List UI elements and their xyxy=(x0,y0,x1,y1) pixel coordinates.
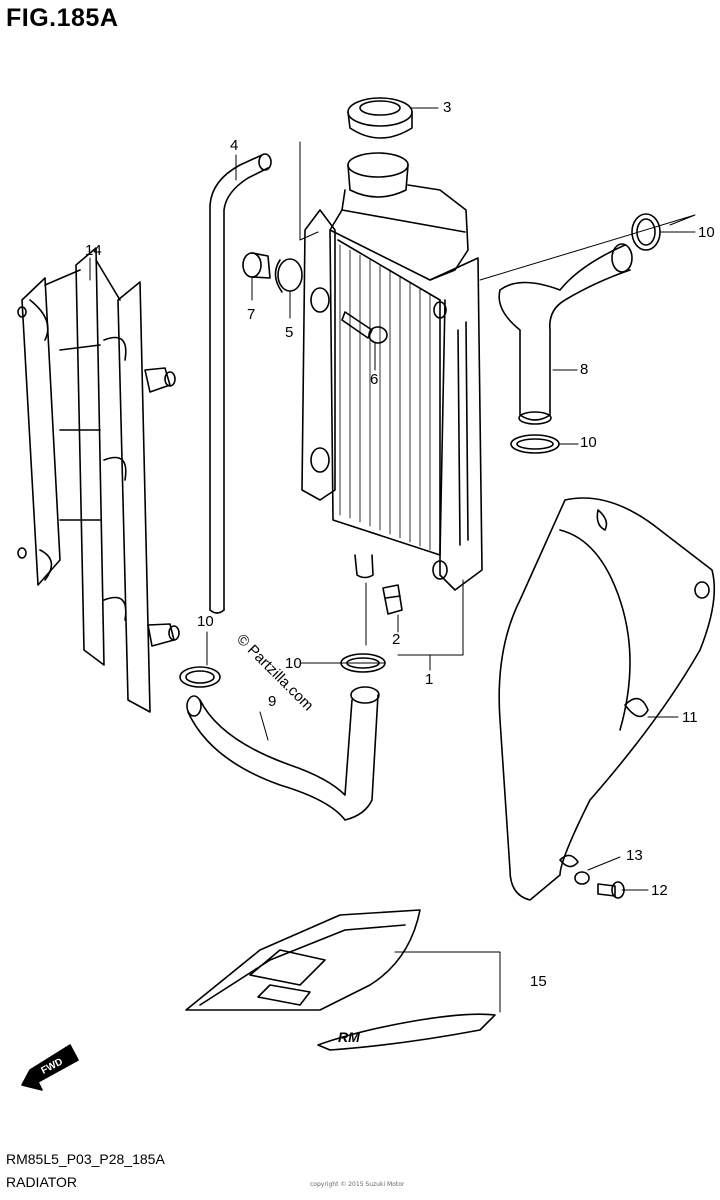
radiator-louver-part xyxy=(17,247,180,713)
shroud-bolt-parts xyxy=(574,871,625,899)
figure-title: FIG.185A xyxy=(6,4,119,32)
grommet-parts xyxy=(242,252,303,293)
callout-6: 6 xyxy=(370,371,378,388)
callout-5: 5 xyxy=(285,324,293,341)
radiator-part xyxy=(301,152,483,591)
radiator-shroud-part xyxy=(498,497,716,901)
radiator-cap-part xyxy=(347,97,413,139)
overflow-hose-part xyxy=(209,153,272,614)
callout-10-lower: 10 xyxy=(285,655,302,672)
callout-9: 9 xyxy=(268,693,276,710)
callout-13: 13 xyxy=(626,847,643,864)
callout-4: 4 xyxy=(230,137,238,154)
callout-12: 12 xyxy=(651,882,668,899)
callout-11: 11 xyxy=(682,709,698,726)
leader-lines xyxy=(89,107,696,1013)
callout-15: 15 xyxy=(530,973,547,990)
bolt-part-6 xyxy=(341,311,388,344)
callout-10-upper: 10 xyxy=(698,224,715,241)
lower-hose-part xyxy=(186,686,380,821)
diagram-caption: RADIATOR xyxy=(6,1174,78,1190)
copyright-text: copyright © 2015 Suzuki Motor xyxy=(310,1181,405,1188)
callout-7: 7 xyxy=(247,306,255,323)
callout-2: 2 xyxy=(392,631,400,648)
callout-3: 3 xyxy=(443,99,451,116)
callout-8: 8 xyxy=(580,361,588,378)
callout-10-left: 10 xyxy=(197,613,214,630)
hose-clamp-parts xyxy=(179,213,661,688)
callout-14: 14 xyxy=(85,242,102,259)
diagram-code: RM85L5_P03_P28_185A xyxy=(6,1151,165,1167)
forward-arrow-icon: FWD xyxy=(21,1044,79,1091)
upper-hose-part xyxy=(498,243,633,425)
callout-10-middle: 10 xyxy=(580,434,597,451)
shroud-decal-part: RM xyxy=(185,909,496,1051)
decal-logo-text: RM xyxy=(338,1029,360,1045)
callout-1: 1 xyxy=(425,671,433,688)
clip-nut-part xyxy=(382,584,403,615)
